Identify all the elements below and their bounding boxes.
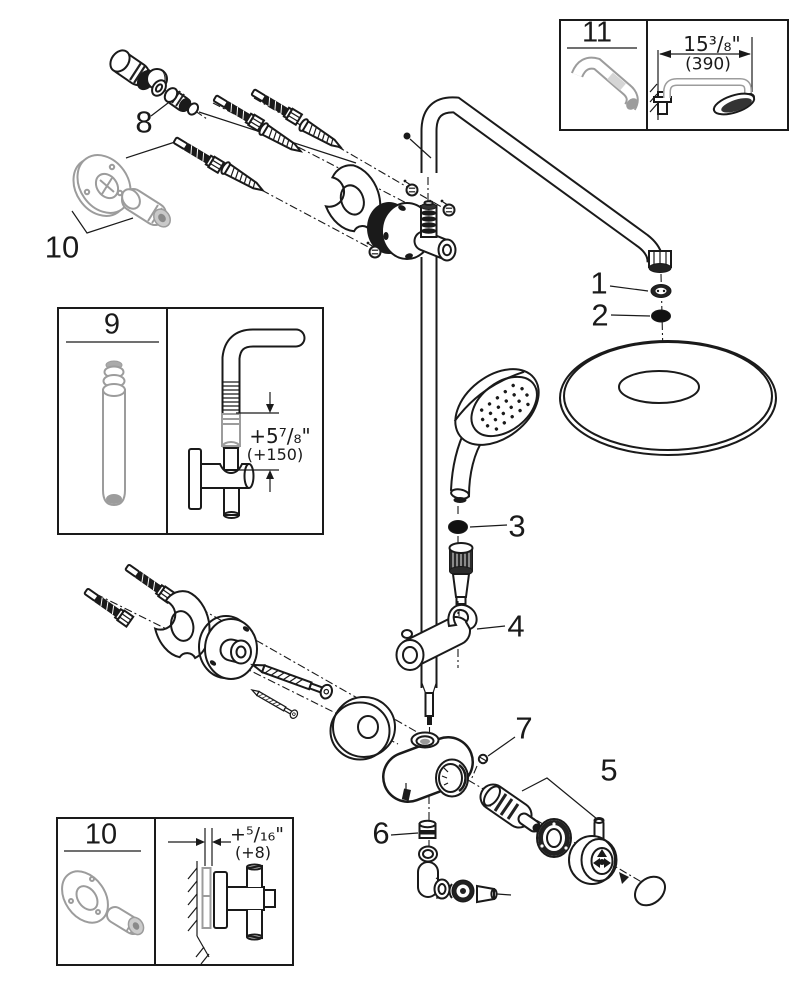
callout-leader-lines xyxy=(390,285,651,836)
elbow-fitting xyxy=(417,861,451,900)
escutcheon-ring xyxy=(329,696,396,761)
shower-holder xyxy=(395,601,478,671)
hand-shower xyxy=(449,368,540,517)
hose-washer xyxy=(448,520,468,543)
extension-flange-parts xyxy=(71,154,171,234)
inset-11-dimension-mm: (390) xyxy=(685,54,731,75)
mounting-screws-top xyxy=(170,85,345,197)
inset-10-title: 10 xyxy=(84,818,118,851)
inset-10-dimension-mm: (+8) xyxy=(234,843,272,862)
handle-cap-screw xyxy=(619,872,629,884)
arm-thread-connector xyxy=(648,250,672,273)
shower-arm xyxy=(403,96,672,357)
outlet-ring xyxy=(418,845,438,863)
filter-washer xyxy=(650,284,672,298)
inset-9-dimension-inch: +5⁷/₈" xyxy=(249,424,311,448)
arm-reach-drawing xyxy=(649,37,756,120)
valve-handle xyxy=(568,817,666,907)
callout-8-label: 8 xyxy=(135,104,153,140)
callout-2-label: 2 xyxy=(591,297,609,333)
inset-box-10 xyxy=(56,817,294,966)
callout-10-label: 10 xyxy=(44,229,80,265)
handle-screw xyxy=(470,753,489,781)
valve-cartridge xyxy=(479,783,542,833)
wall-union-bracket xyxy=(314,157,457,262)
hose-outlet-nut xyxy=(418,819,437,839)
hose-coupling xyxy=(448,879,512,904)
handle-cap xyxy=(634,875,666,907)
o-ring-gasket xyxy=(651,309,671,323)
callout-10-bracket xyxy=(71,210,134,234)
set-screw-dot xyxy=(403,132,411,140)
mounting-hardware-lower xyxy=(81,561,396,761)
callout-5-label: 5 xyxy=(600,752,618,788)
inset-10-dimension-inch: +⁵/₁₆" xyxy=(230,823,284,846)
pipe-extension-part xyxy=(102,360,126,507)
extension-install-drawing xyxy=(188,328,306,519)
inset-box-11 xyxy=(559,19,789,131)
callout-6-label: 6 xyxy=(372,815,390,851)
inset-11-title: 11 xyxy=(581,16,613,49)
callout-1-label: 1 xyxy=(590,265,608,301)
wall-union-parts xyxy=(109,49,200,117)
inset-box-9 xyxy=(57,307,324,535)
callout-4-label: 4 xyxy=(507,608,525,644)
rain-shower-head xyxy=(559,340,777,456)
riser-pipe xyxy=(420,257,438,739)
inset-9-title: 9 xyxy=(103,308,121,341)
callout-7-label: 7 xyxy=(515,710,533,746)
wall-section-drawing xyxy=(168,828,276,965)
flange-part-gray xyxy=(61,870,145,936)
inset-9-dimension-mm: (+150) xyxy=(246,445,304,464)
inset-11-dimension-inch: 15³/₈" xyxy=(683,32,741,56)
cartridge-flange xyxy=(536,818,572,858)
shower-arm-part-gray xyxy=(570,56,639,111)
callout-3-label: 3 xyxy=(508,508,526,544)
valve-body xyxy=(382,731,512,904)
